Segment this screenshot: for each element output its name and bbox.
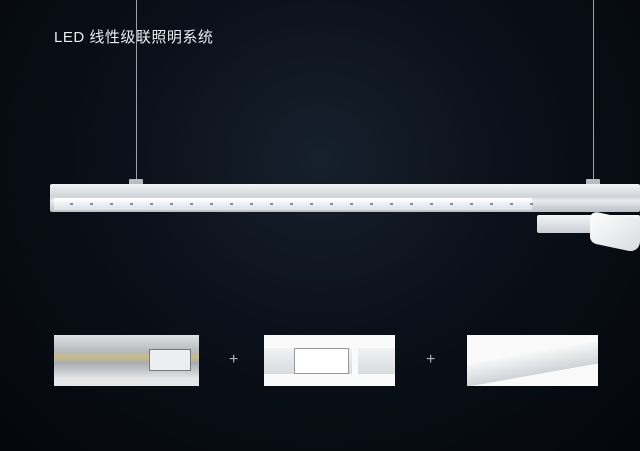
plus-sign: + (426, 351, 436, 368)
suspension-wire (593, 0, 594, 180)
led-dot (250, 203, 253, 205)
led-dot (510, 203, 513, 205)
led-dot (490, 203, 493, 205)
led-dot (330, 203, 333, 205)
led-dot (70, 203, 73, 205)
connector-plug (294, 348, 349, 374)
lens-module (467, 340, 598, 386)
led-dot (450, 203, 453, 205)
led-dot (210, 203, 213, 205)
led-dot (290, 203, 293, 205)
led-dot (370, 203, 373, 205)
linear-light-bar (50, 184, 640, 212)
plus-sign: + (229, 351, 239, 368)
connector-gap (352, 345, 358, 377)
wire-clip (129, 179, 143, 185)
wire-clip (586, 179, 600, 185)
led-dot (230, 203, 233, 205)
led-dot (350, 203, 353, 205)
led-dot (110, 203, 113, 205)
led-dot (410, 203, 413, 205)
led-dot (530, 203, 533, 205)
led-dot (270, 203, 273, 205)
led-dot (150, 203, 153, 205)
lens-module-thumbnail (467, 335, 598, 386)
connector-thumbnail (264, 335, 395, 386)
terminal-block (149, 349, 191, 371)
led-dot (190, 203, 193, 205)
page-title: LED 线性级联照明系统 (54, 29, 214, 46)
led-dot (90, 203, 93, 205)
led-dot (390, 203, 393, 205)
led-dot (470, 203, 473, 205)
led-dot (170, 203, 173, 205)
suspension-wire (136, 0, 137, 180)
wiring-thumbnail (54, 335, 199, 386)
light-lens (54, 198, 532, 210)
led-dot (310, 203, 313, 205)
led-dot (130, 203, 133, 205)
led-dot (430, 203, 433, 205)
